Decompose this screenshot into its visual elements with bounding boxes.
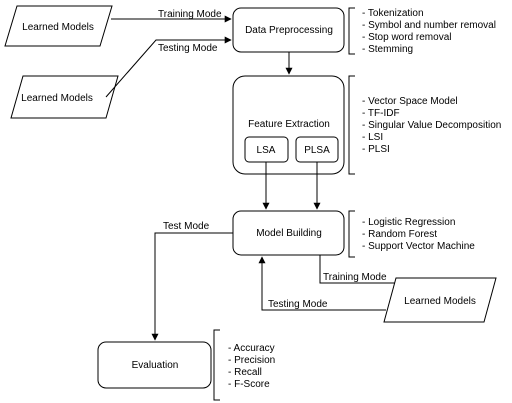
model-building-annotation: - Logistic Regression - Random Forest - … — [348, 210, 475, 258]
test-mode-edge — [151, 232, 233, 341]
learned-models-top-node: Learned Models — [4, 5, 113, 47]
learned-models-right-node: Learned Models — [383, 277, 497, 323]
test-mode-label: Test Mode — [163, 221, 210, 232]
training-mode-edge-bottom — [319, 255, 407, 287]
feature-note-2: - TF-IDF — [362, 108, 400, 119]
evaluation-label: Evaluation — [132, 360, 179, 371]
preprocessing-note-1: - Tokenization — [362, 8, 424, 19]
evaluation-note-2: - Precision — [228, 355, 275, 366]
preprocessing-note-2: - Symbol and number removal — [362, 20, 496, 31]
model-note-2: - Random Forest — [362, 229, 437, 240]
testing-mode-edge-bottom — [258, 256, 386, 311]
testing-mode-edge-top — [105, 36, 232, 98]
testing-mode-bottom-label: Testing Mode — [268, 299, 328, 310]
preprocessing-note-4: - Stemming — [362, 44, 413, 55]
lsa-label: LSA — [257, 145, 276, 156]
learned-models-top-label: Learned Models — [22, 22, 94, 33]
feature-extraction-label: Feature Extraction — [248, 119, 330, 130]
model-note-3: - Support Vector Machine — [362, 241, 475, 252]
evaluation-note-4: - F-Score — [228, 379, 270, 390]
evaluation-node: Evaluation — [97, 341, 212, 389]
plsa-label: PLSA — [304, 145, 330, 156]
evaluation-annotation: - Accuracy - Precision - Recall - F-Scor… — [213, 329, 275, 401]
feature-note-3: - Singular Value Decomposition — [362, 120, 501, 131]
feature-extraction-node: Feature Extraction LSA PLSA — [232, 75, 345, 175]
learned-models-left-node: Learned Models — [10, 75, 119, 119]
feature-extraction-annotation: - Vector Space Model - TF-IDF - Singular… — [348, 75, 501, 175]
lsa-node: LSA — [244, 136, 289, 163]
evaluation-note-3: - Recall — [228, 367, 262, 378]
plsa-node: PLSA — [295, 136, 339, 163]
learned-models-right-label: Learned Models — [404, 296, 476, 307]
model-building-node: Model Building — [232, 210, 345, 256]
training-mode-top-label: Training Mode — [158, 9, 222, 20]
testing-mode-top-label: Testing Mode — [158, 43, 218, 54]
feature-note-4: - LSI — [362, 132, 383, 143]
evaluation-note-1: - Accuracy — [228, 343, 275, 354]
feature-note-1: - Vector Space Model — [362, 96, 458, 107]
feature-note-5: - PLSI — [362, 144, 390, 155]
model-building-label: Model Building — [256, 228, 322, 239]
model-note-1: - Logistic Regression — [362, 217, 455, 228]
data-preprocessing-node: Data Preprocessing — [232, 7, 345, 53]
training-mode-bottom-label: Training Mode — [323, 272, 387, 283]
preprocessing-note-3: - Stop word removal — [362, 32, 451, 43]
preprocessing-annotation: - Tokenization - Symbol and number remov… — [348, 7, 496, 55]
learned-models-left-label: Learned Models — [21, 93, 93, 104]
data-preprocessing-label: Data Preprocessing — [245, 25, 333, 36]
